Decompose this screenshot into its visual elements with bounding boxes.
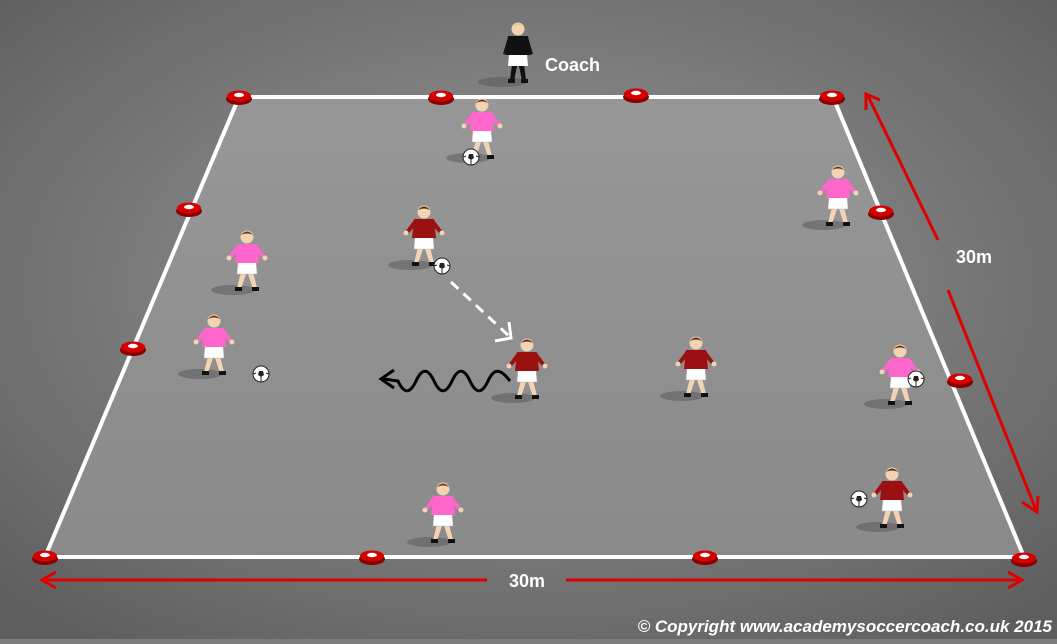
cone xyxy=(176,203,202,218)
cone xyxy=(359,551,385,566)
cone xyxy=(819,91,845,106)
ball xyxy=(851,491,867,507)
ball xyxy=(908,371,924,387)
cone xyxy=(623,89,649,104)
copyright-text: © Copyright www.academysoccercoach.co.uk… xyxy=(638,617,1053,636)
ball xyxy=(253,366,269,382)
cone xyxy=(947,374,973,389)
cone xyxy=(226,91,252,106)
cone xyxy=(1011,553,1037,568)
ball xyxy=(463,149,479,165)
cone xyxy=(120,342,146,357)
cone xyxy=(428,91,454,106)
cone xyxy=(868,206,894,221)
cone xyxy=(692,551,718,566)
cone xyxy=(32,551,58,566)
height-label: 30m xyxy=(956,247,992,267)
width-label: 30m xyxy=(509,571,545,591)
ball xyxy=(434,258,450,274)
coach-label: Coach xyxy=(545,55,600,75)
